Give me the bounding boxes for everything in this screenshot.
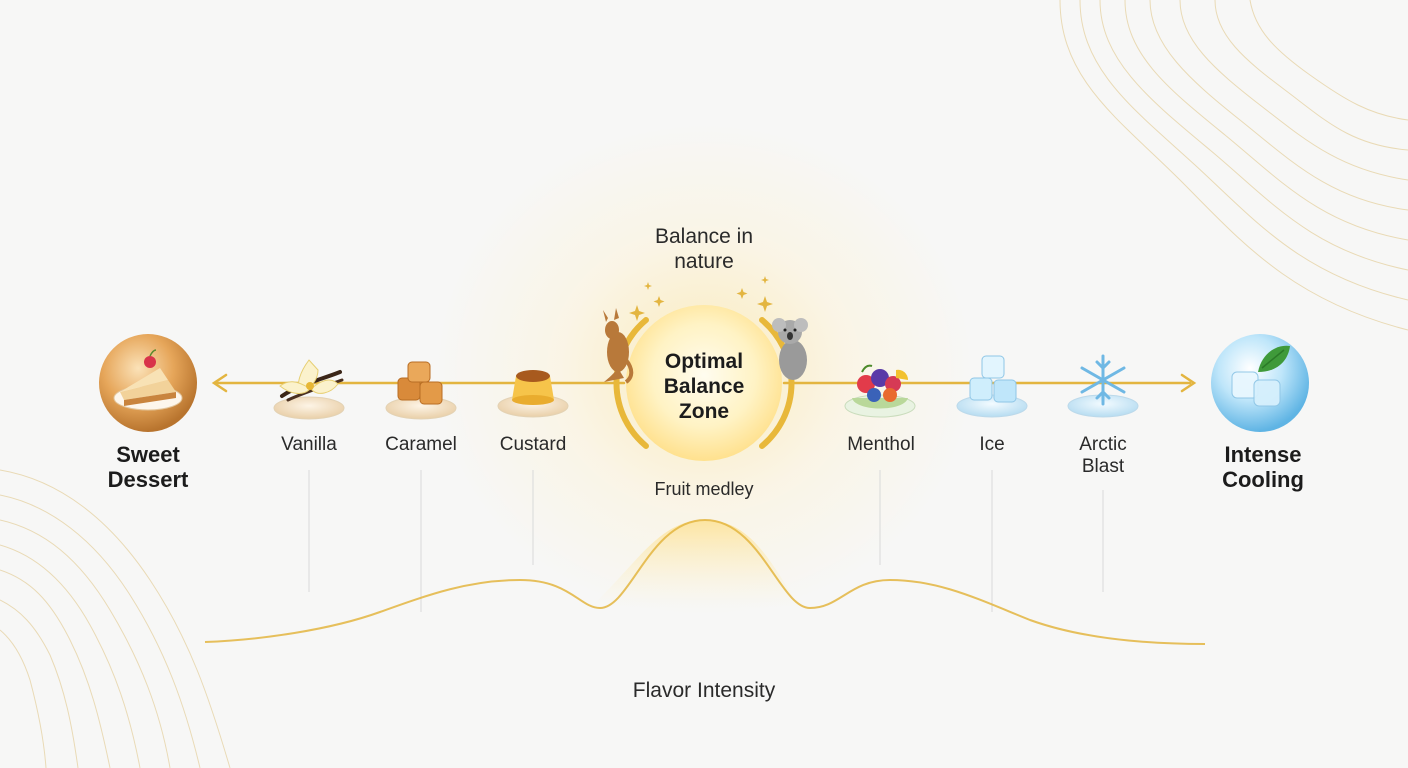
fruit-bowl-icon <box>844 364 916 418</box>
flavor-label-arctic-blast: Arctic Blast <box>1079 434 1127 478</box>
flavor-label-caramel: Caramel <box>385 434 457 455</box>
koala-icon <box>772 318 808 380</box>
ice-mint-icon <box>1211 334 1309 432</box>
balance-in-nature-line1: Balance in <box>654 225 754 248</box>
intensity-curve-fill <box>590 520 800 608</box>
optimal-balance-zone-graphic <box>613 305 795 461</box>
sweet-dessert-line2: Dessert <box>107 467 189 492</box>
vanilla-icon <box>273 359 345 420</box>
balance-in-nature-line2: nature <box>674 250 734 273</box>
center-line1: Optimal <box>664 350 744 373</box>
custard-icon <box>497 370 569 418</box>
snowflake-icon <box>1067 354 1139 418</box>
center-line2: Balance <box>663 375 745 398</box>
sweet-dessert-label: Sweet Dessert <box>108 442 189 492</box>
intense-cooling-line2: Cooling <box>1222 467 1304 492</box>
flavor-label-custard: Custard <box>499 434 567 455</box>
arctic-blast-line2: Blast <box>1081 456 1125 477</box>
balance-in-nature-label: Balance in nature <box>655 224 753 274</box>
cheesecake-icon <box>99 334 197 432</box>
sparkle-icon <box>629 276 773 321</box>
intensity-curve <box>204 518 1206 645</box>
flavor-label-vanilla: Vanilla <box>281 434 337 455</box>
arctic-blast-line1: Arctic <box>1079 434 1127 455</box>
flavor-label-ice: Ice <box>979 434 1005 455</box>
contour-decoration-bottom-left <box>0 469 231 768</box>
flavor-label-menthol: Menthol <box>847 434 915 455</box>
sweet-dessert-line1: Sweet <box>116 442 180 467</box>
intense-cooling-line1: Intense <box>1224 442 1302 467</box>
kangaroo-icon <box>603 308 634 384</box>
intense-cooling-label: Intense Cooling <box>1222 442 1304 492</box>
guide-lines <box>308 470 1104 612</box>
caramel-icon <box>385 361 457 420</box>
center-line3: Zone <box>678 400 730 423</box>
contour-decoration-top-right <box>1059 0 1408 331</box>
optimal-balance-zone-label: Optimal Balance Zone <box>664 349 745 424</box>
axis-label: Flavor Intensity <box>632 679 776 702</box>
ice-cubes-icon <box>956 355 1028 418</box>
fruit-medley-label: Fruit medley <box>654 479 754 499</box>
